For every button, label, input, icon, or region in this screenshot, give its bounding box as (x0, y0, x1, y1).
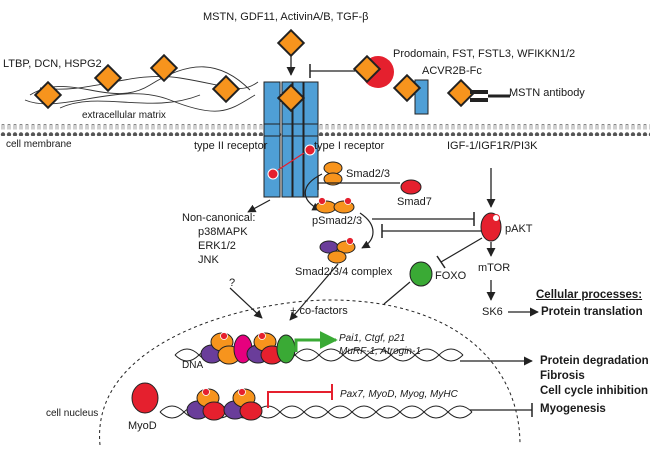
antibody-ligand-diamond (446, 78, 476, 108)
smad-complex-shape (319, 237, 356, 264)
outcome-label: Myogenesis (540, 403, 606, 415)
type-i-receptor (292, 81, 319, 198)
downregulated-genes: Pax7, MyoD, Myog, MyHC (340, 389, 458, 400)
noncanonical-item: ERK1/2 (198, 240, 236, 252)
psmad23-shape (315, 197, 355, 214)
ecm-label: extracellular matrix (82, 110, 166, 121)
outcome-label: Cell cycle inhibition (540, 385, 648, 397)
antibody-shape (470, 90, 488, 102)
dna-bound-complex-upper (200, 332, 296, 365)
myod-shape (131, 382, 159, 414)
phosphate-dot (267, 168, 279, 180)
antibody-label: MSTN antibody (509, 87, 585, 99)
dna-label: DNA (182, 360, 204, 371)
bound-ligand-diamond (352, 54, 382, 84)
noncanonical-item: JNK (198, 254, 219, 266)
repression-bar (267, 391, 332, 408)
ecm-proteins-label: LTBP, DCN, HSPG2 (3, 58, 102, 70)
membrane-label: cell membrane (6, 139, 72, 150)
myod-label: MyoD (128, 420, 157, 432)
cofactors-label: + co-factors (290, 305, 348, 317)
pakt-label: pAKT (505, 223, 533, 235)
smad23-label: Smad2/3 (346, 168, 391, 180)
outcome-label: Protein degradation (540, 355, 649, 367)
foxo-shape (409, 261, 433, 287)
ligands-label: MSTN, GDF11, ActivinA/B, TGF-β (203, 11, 369, 23)
smad7-shape (400, 179, 422, 195)
ligand-diamond (276, 28, 306, 58)
smad-complex-label: Smad2/3/4 complex (295, 266, 393, 278)
noncanonical-title: Non-canonical: (182, 212, 256, 224)
upregulated-genes: MuRF-1, Atrogin-1 (339, 346, 421, 357)
unknown-marker: ? (229, 277, 236, 289)
dna-bound-complex-lower (186, 388, 263, 421)
sk6-label: SK6 (482, 306, 503, 318)
smad23-shape (323, 161, 343, 186)
type2-receptor-label: type II receptor (194, 140, 268, 152)
type-ii-receptor (263, 81, 293, 198)
upregulated-genes: Pai1, Ctgf, p21 (339, 333, 406, 344)
nucleus-label: cell nucleus (46, 408, 99, 419)
protein-translation-label: Protein translation (541, 306, 643, 318)
smad7-label: Smad7 (397, 196, 432, 208)
extracellular-matrix (24, 66, 259, 112)
pakt-phosphate (492, 214, 500, 222)
acvr2b-ligand-diamond (392, 73, 422, 103)
activation-arrow (294, 331, 338, 352)
receptor-bound-ligand (276, 83, 306, 113)
cell-nucleus (99, 299, 521, 446)
foxo-label: FOXO (435, 270, 467, 282)
phosphate-dot (304, 144, 316, 156)
phosphorylation-arrow (277, 152, 305, 171)
inhibitors-label: Prodomain, FST, FSTL3, WFIKKN1/2 (393, 48, 576, 60)
receptor-membrane-segment (263, 123, 319, 137)
acvr2b-fc-label: ACVR2B-Fc (422, 65, 482, 77)
ecm-ligand-diamonds (33, 53, 241, 110)
noncanonical-item: p38MAPK (198, 226, 248, 238)
outcome-label: Fibrosis (540, 370, 585, 382)
igf-pathway-label: IGF-1/IGF1R/PI3K (447, 140, 538, 152)
cellular-processes-title: Cellular processes: (536, 289, 643, 301)
type1-receptor-label: type I receptor (314, 140, 385, 152)
cell-membrane (0, 124, 650, 136)
psmad23-label: pSmad2/3 (312, 215, 363, 227)
mtor-label: mTOR (478, 262, 511, 274)
